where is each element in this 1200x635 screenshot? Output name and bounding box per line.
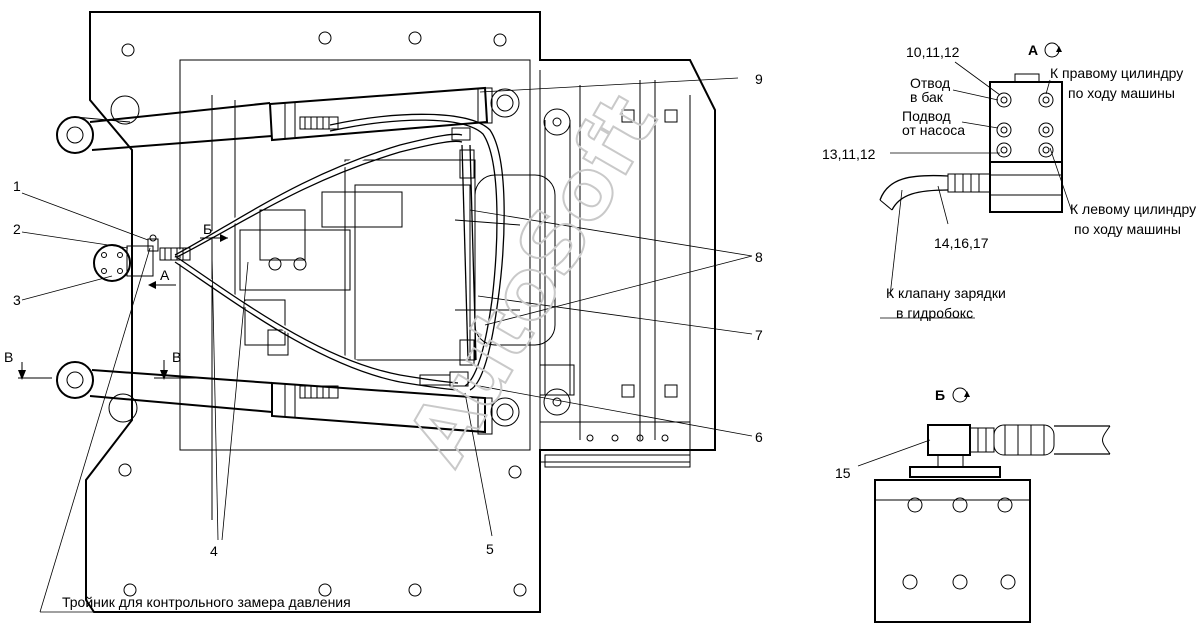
pivot-pins bbox=[108, 88, 520, 427]
view-b-tee-detail bbox=[857, 387, 1111, 623]
drain-label-line1: Отвод bbox=[910, 75, 950, 91]
supply-label-line1: Подвод bbox=[902, 108, 951, 124]
right-cylinder-label-line2: по ходу машины bbox=[1068, 85, 1175, 101]
callout-13-11-12: 13,11,12 bbox=[822, 146, 876, 162]
supply-label-line2: от насоса bbox=[902, 122, 965, 138]
view-a-valve-block bbox=[879, 42, 1073, 319]
callout-5: 5 bbox=[486, 541, 494, 557]
callout-9: 9 bbox=[755, 71, 763, 87]
left-cylinder-label-line1: К левому цилиндру bbox=[1070, 201, 1196, 217]
tee-note: Тройник для контрольного замера давления bbox=[62, 594, 351, 610]
valve-label-line2: в гидробокс bbox=[896, 305, 973, 321]
view-b-title: Б bbox=[935, 387, 945, 403]
callout-15: 15 bbox=[835, 465, 851, 481]
view-mark-v-left: В bbox=[4, 349, 13, 365]
callout-6: 6 bbox=[755, 429, 763, 445]
right-cylinder-label-line1: К правому цилиндру bbox=[1050, 65, 1183, 81]
view-mark-v-right: В bbox=[172, 349, 181, 365]
callout-2: 2 bbox=[13, 221, 21, 237]
callout-3: 3 bbox=[13, 292, 21, 308]
callout-14-16-17: 14,16,17 bbox=[934, 235, 989, 251]
callout-4: 4 bbox=[210, 543, 218, 559]
callout-leaders bbox=[21, 77, 753, 613]
hose-lines bbox=[159, 113, 505, 399]
pressure-tee-assembly bbox=[93, 234, 159, 282]
view-arrows bbox=[18, 234, 228, 380]
callout-8: 8 bbox=[755, 249, 763, 265]
link-arms bbox=[56, 102, 273, 413]
view-mark-a: A bbox=[160, 267, 170, 283]
callout-7: 7 bbox=[755, 327, 763, 343]
left-cylinder-label-line2: по ходу машины bbox=[1074, 221, 1181, 237]
frame-outline bbox=[85, 11, 716, 613]
hydraulic-cylinders bbox=[268, 86, 493, 435]
callout-10-11-12: 10,11,12 bbox=[906, 44, 960, 60]
callout-1: 1 bbox=[13, 178, 21, 194]
valve-label-line1: К клапану зарядки bbox=[886, 285, 1006, 301]
drain-label-line2: в бак bbox=[910, 89, 944, 105]
view-a-title: А bbox=[1028, 42, 1038, 58]
view-mark-b: Б bbox=[203, 221, 212, 237]
